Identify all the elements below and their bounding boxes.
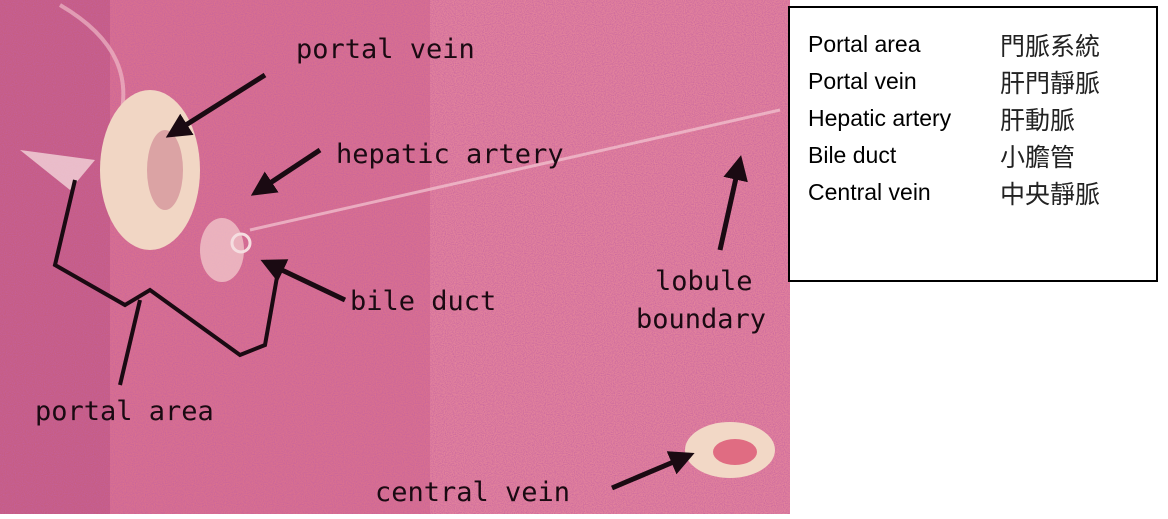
- legend-row: Bile duct 小膽管: [808, 137, 1156, 174]
- legend-row: Central vein 中央靜脈: [808, 174, 1156, 211]
- legend-term-zh: 小膽管: [1000, 138, 1075, 174]
- legend-term-zh: 門脈系統: [1000, 27, 1100, 63]
- legend-term-zh: 肝動脈: [1000, 101, 1075, 137]
- central-vein-blood: [713, 439, 757, 465]
- legend-row: Portal vein 肝門靜脈: [808, 63, 1156, 100]
- central-vein-label: central vein: [375, 477, 570, 508]
- legend-term-zh: 肝門靜脈: [1000, 64, 1100, 100]
- hepatic-artery-label: hepatic artery: [336, 139, 564, 170]
- portal-vein-content: [147, 130, 183, 210]
- portal-area-label: portal area: [35, 396, 214, 427]
- tissue-texture: [0, 0, 790, 514]
- lobule-boundary-label-line1: lobule: [655, 266, 753, 297]
- legend-term-en: Bile duct: [808, 142, 1000, 169]
- legend-row: Hepatic artery 肝動脈: [808, 100, 1156, 137]
- legend-term-zh: 中央靜脈: [1000, 175, 1100, 211]
- bile-duct-label: bile duct: [350, 286, 496, 317]
- translation-legend: Portal area 門脈系統 Portal vein 肝門靜脈 Hepati…: [788, 6, 1158, 282]
- legend-row: Portal area 門脈系統: [808, 26, 1156, 63]
- legend-term-en: Hepatic artery: [808, 105, 1000, 132]
- lobule-boundary-label-line2: boundary: [636, 304, 766, 335]
- legend-term-en: Portal vein: [808, 68, 1000, 95]
- legend-term-en: Portal area: [808, 31, 1000, 58]
- legend-term-en: Central vein: [808, 179, 1000, 206]
- portal-vein-label: portal vein: [296, 34, 475, 65]
